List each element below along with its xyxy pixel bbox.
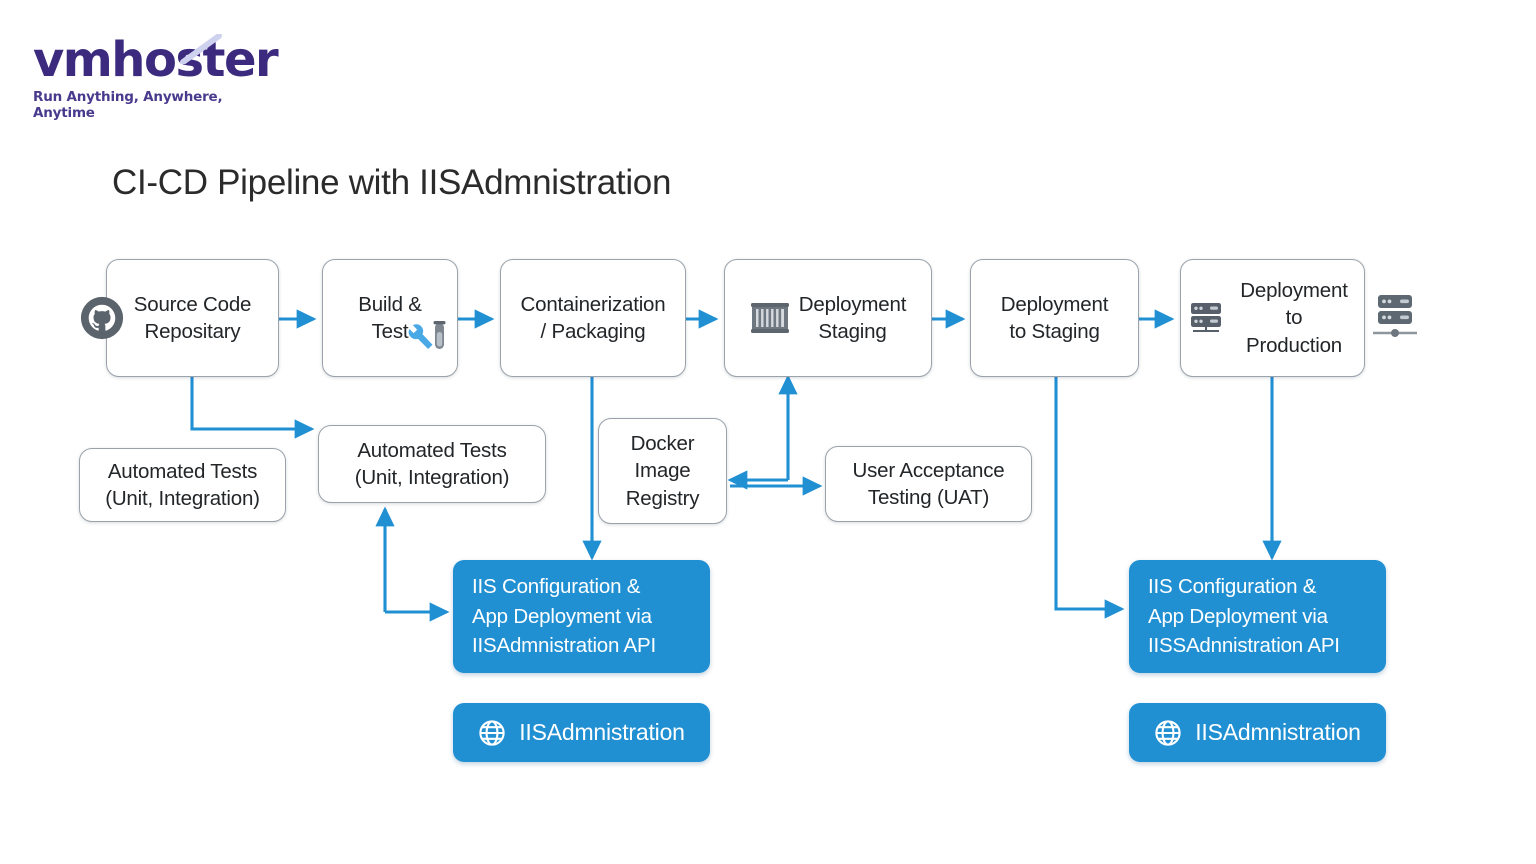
node-label: Source Code Repositary — [133, 292, 252, 343]
node-build-and-test[interactable]: Build & Test — [322, 259, 458, 377]
globe-icon — [479, 719, 505, 746]
server-rack-icon — [1373, 295, 1417, 337]
node-source-code-repository[interactable]: Source Code Repositary — [106, 259, 279, 377]
brand-tagline: Run Anything, Anywhere, Anytime — [33, 89, 223, 121]
pill-label: IISAdmnistration — [519, 719, 685, 745]
node-deployment-to-production[interactable]: Deployment to Production — [1180, 259, 1365, 377]
node-label: Deployment Staging — [798, 292, 907, 343]
bluebox-label: IIS Configuration & App Deployment via I… — [1148, 574, 1340, 658]
bluebox-iis-config-right[interactable]: IIS Configuration & App Deployment via I… — [1129, 560, 1386, 673]
node-user-acceptance-testing[interactable]: User Acceptance Testing (UAT) — [825, 446, 1032, 522]
node-label: Deployment to Production — [1240, 279, 1348, 357]
node-label: User Acceptance Testing (UAT) — [852, 458, 1005, 509]
pill-iis-right[interactable]: IISAdmnistration — [1129, 703, 1386, 762]
node-automated-tests-left[interactable]: Automated Tests (Unit, Integration) — [79, 448, 286, 522]
node-label: Containerization / Packaging — [520, 292, 666, 343]
bluebox-iis-config-left[interactable]: IIS Configuration & App Deployment via I… — [453, 560, 710, 673]
node-label: Docker Image Registry — [625, 432, 700, 510]
wrench-test-tube-icon — [408, 321, 446, 349]
server-icon — [1191, 303, 1221, 333]
pill-label: IISAdmnistration — [1195, 719, 1361, 745]
node-label: Automated Tests (Unit, Integration) — [354, 438, 510, 489]
bluebox-label: IIS Configuration & App Deployment via I… — [472, 574, 657, 658]
container-icon — [750, 303, 789, 333]
brand-name: vmhoster — [33, 32, 279, 88]
github-icon — [80, 296, 124, 340]
node-docker-image-registry[interactable]: Docker Image Registry — [598, 418, 727, 524]
node-label: Build & Test — [358, 292, 422, 343]
node-label: Deployment to Staging — [1000, 292, 1109, 343]
globe-icon — [1155, 719, 1181, 746]
node-automated-tests-right[interactable]: Automated Tests (Unit, Integration) — [318, 425, 546, 503]
brand-logo: vmhoster Run Anything, Anywhere, Anytime — [33, 32, 279, 121]
pill-iis-left[interactable]: IISAdmnistration — [453, 703, 710, 762]
node-deployment-to-staging[interactable]: Deployment to Staging — [970, 259, 1139, 377]
node-label: Automated Tests (Unit, Integration) — [105, 459, 260, 510]
node-deployment-staging[interactable]: Deployment Staging — [724, 259, 932, 377]
node-containerization-packaging[interactable]: Containerization / Packaging — [500, 259, 686, 377]
diagram-title: CI-CD Pipeline with IISAdmnistration — [112, 163, 672, 202]
